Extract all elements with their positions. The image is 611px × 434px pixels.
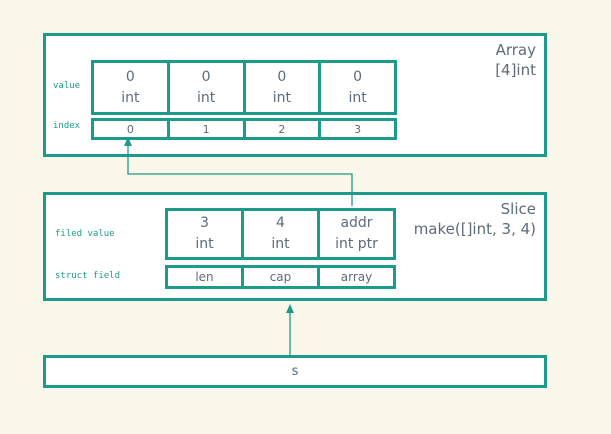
slice-struct-cell-len: len <box>195 270 214 284</box>
slice-title-line2: make([]int, 3, 4) <box>413 219 536 238</box>
array-value-row: 0 int 0 int 0 int 0 int <box>91 60 397 115</box>
array-value-cell-0: 0 int <box>94 63 167 112</box>
slice-cap-cell: 4 int <box>241 211 317 257</box>
array-box: Array [4]int value 0 int 0 int 0 int 0 i… <box>43 33 547 157</box>
slice-title-line1: Slice <box>500 200 536 218</box>
array-box-title: Array [4]int <box>495 41 536 81</box>
array-value-3: 0 <box>353 68 363 85</box>
array-type-1: int <box>196 89 216 106</box>
array-value-cell-2: 0 int <box>242 63 319 112</box>
array-index-row: 0 1 2 3 <box>91 118 397 140</box>
array-index-cell-1: 1 <box>166 121 243 137</box>
slice-struct-field-row: len cap array <box>165 265 396 289</box>
slice-cap-type: int <box>271 236 290 252</box>
array-index-cell-3: 3 <box>318 121 394 137</box>
s-variable-label: s <box>291 364 299 379</box>
slice-struct-field-row-label: struct field <box>55 271 121 281</box>
slice-array-ptr-value: addr <box>340 215 373 231</box>
slice-field-value-row-label: filed value <box>55 229 115 239</box>
array-value-2: 0 <box>277 68 287 85</box>
slice-box: Slice make([]int, 3, 4) filed value 3 in… <box>43 192 547 301</box>
slice-struct-cell-cap: cap <box>241 268 317 286</box>
slice-field-value-row: 3 int 4 int addr int ptr <box>165 208 396 260</box>
slice-struct-cell-array: array <box>317 268 393 286</box>
array-value-cell-1: 0 int <box>166 63 243 112</box>
array-type-2: int <box>272 89 291 106</box>
array-type-0: int <box>121 89 140 106</box>
slice-array-ptr-type: int ptr <box>335 236 378 252</box>
array-value-0: 0 <box>125 68 135 85</box>
array-type-3: int <box>348 89 367 106</box>
slice-len-cell: 3 int <box>168 211 241 257</box>
s-variable-box: s <box>43 355 547 388</box>
slice-len-type: int <box>195 236 214 252</box>
array-index-cell-2: 2 <box>242 121 319 137</box>
array-title-line1: Array <box>495 41 536 59</box>
array-value-1: 0 <box>201 68 211 85</box>
array-index-cell-0: 0 <box>126 122 134 136</box>
slice-box-title: Slice make([]int, 3, 4) <box>414 200 536 240</box>
slice-cap-value: 4 <box>276 215 285 231</box>
slice-array-ptr-cell: addr int ptr <box>317 211 393 257</box>
array-index-row-label: index <box>53 121 81 131</box>
s-to-slice-arrow <box>286 304 294 355</box>
array-value-cell-3: 0 int <box>318 63 394 112</box>
array-value-row-label: value <box>53 81 81 91</box>
slice-len-value: 3 <box>200 215 209 231</box>
array-title-line2: [4]int <box>495 60 536 79</box>
